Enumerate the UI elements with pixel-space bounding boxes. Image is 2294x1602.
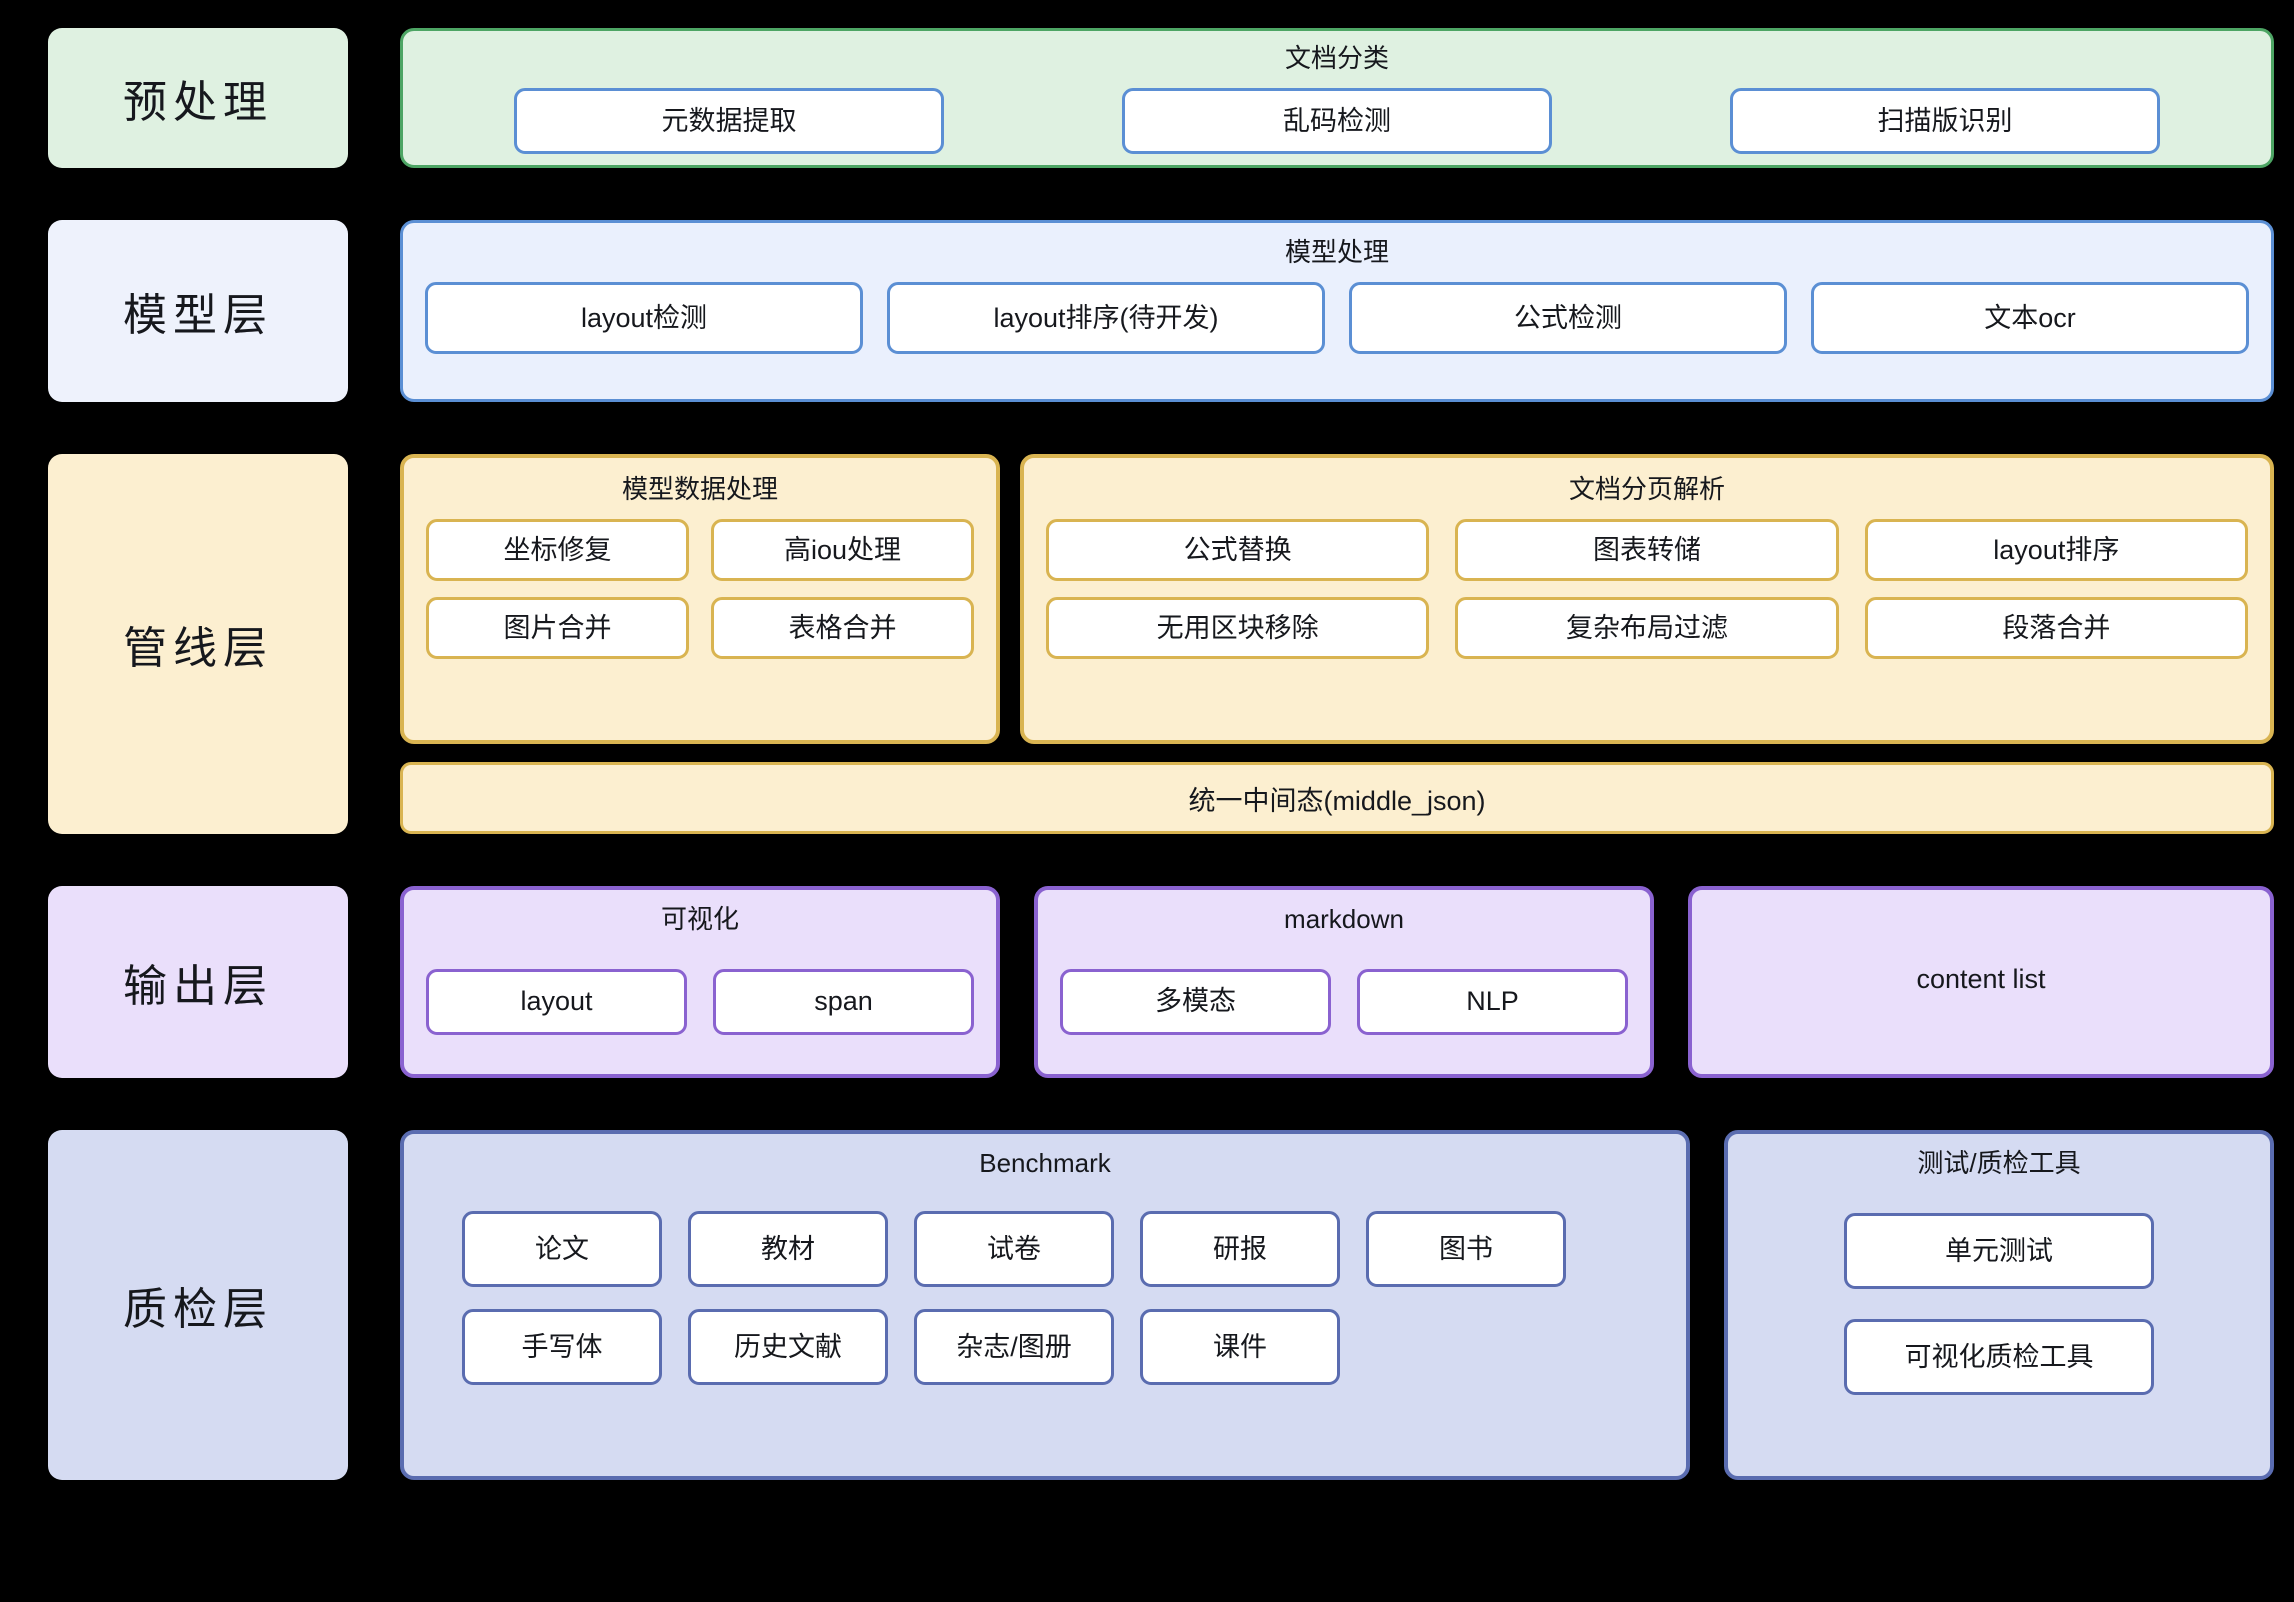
pipeline-content: 模型数据处理 坐标修复 高iou处理 图片合并 表格合并 文档分页解析 公式替换… (400, 454, 2274, 834)
group-title: 模型数据处理 (621, 474, 778, 504)
row-spacer (48, 834, 2274, 886)
group-markdown: markdown 多模态 NLP (1034, 886, 1654, 1078)
card-visual-qa-tool[interactable]: 可视化质检工具 (1844, 1319, 2154, 1396)
card-grid: 坐标修复 高iou处理 图片合并 表格合并 (426, 519, 974, 660)
card-coordinate-repair[interactable]: 坐标修复 (426, 519, 689, 582)
layer-label-output: 输出层 (48, 886, 348, 1078)
layer-row-output: 输出层 可视化 layout span markdown 多模态 NLP con… (48, 886, 2274, 1078)
pipeline-groups: 模型数据处理 坐标修复 高iou处理 图片合并 表格合并 文档分页解析 公式替换… (400, 454, 2274, 744)
card-magazine-album[interactable]: 杂志/图册 (914, 1309, 1114, 1386)
card-paper[interactable]: 论文 (462, 1211, 662, 1288)
middle-state-bar: 统一中间态(middle_json) (400, 762, 2274, 834)
card-complex-layout-filter[interactable]: 复杂布局过滤 (1455, 597, 1839, 660)
card-row: 多模态 NLP (1060, 949, 1628, 1054)
layer-row-preprocess: 预处理 文档分类 元数据提取 乱码检测 扫描版识别 (48, 28, 2274, 168)
card-paragraph-merge[interactable]: 段落合并 (1864, 597, 2248, 660)
layer-row-pipeline: 管线层 模型数据处理 坐标修复 高iou处理 图片合并 表格合并 文档分页解析 … (48, 454, 2274, 834)
layer-row-model: 模型层 模型处理 layout检测 layout排序(待开发) 公式检测 文本o… (48, 220, 2274, 402)
benchmark-row-1: 论文 教材 试卷 研报 图书 (462, 1211, 1628, 1288)
card-grid: 公式替换 图表转储 layout排序 无用区块移除 复杂布局过滤 段落合并 (1046, 519, 2248, 660)
qa-groups: Benchmark 论文 教材 试卷 研报 图书 手写体 历史文献 杂志/图册 … (400, 1130, 2274, 1480)
benchmark-row-2: 手写体 历史文献 杂志/图册 课件 (462, 1309, 1628, 1386)
card-textbook[interactable]: 教材 (688, 1211, 888, 1288)
group-model-processing: 模型处理 layout检测 layout排序(待开发) 公式检测 文本ocr (400, 220, 2274, 402)
card-research-report[interactable]: 研报 (1140, 1211, 1340, 1288)
card-formula-replacement[interactable]: 公式替换 (1046, 519, 1430, 582)
group-title: 文档分类 (1284, 43, 1389, 73)
group-title: 可视化 (660, 904, 739, 934)
card-row: 元数据提取 乱码检测 扫描版识别 (425, 88, 2249, 155)
group-title: Benchmark (979, 1148, 1111, 1178)
card-chart-storage[interactable]: 图表转储 (1455, 519, 1839, 582)
layer-label-qa: 质检层 (48, 1130, 348, 1480)
card-book[interactable]: 图书 (1366, 1211, 1566, 1288)
card-layout-detection[interactable]: layout检测 (425, 282, 863, 355)
card-high-iou-processing[interactable]: 高iou处理 (711, 519, 974, 582)
group-title: 测试/质检工具 (1917, 1148, 2081, 1178)
row-spacer (48, 168, 2274, 220)
card-table-merge[interactable]: 表格合并 (711, 597, 974, 660)
card-courseware[interactable]: 课件 (1140, 1309, 1340, 1386)
group-visualization: 可视化 layout span (400, 886, 1000, 1078)
card-layout-view[interactable]: layout (426, 968, 687, 1035)
card-layout-sorting[interactable]: layout排序 (1864, 519, 2248, 582)
card-metadata-extraction[interactable]: 元数据提取 (514, 88, 944, 155)
group-title: markdown (1284, 904, 1404, 934)
card-image-merge[interactable]: 图片合并 (426, 597, 689, 660)
group-title: content list (1916, 963, 2046, 994)
row-spacer (48, 402, 2274, 454)
layer-label-model: 模型层 (48, 220, 348, 402)
card-handwriting[interactable]: 手写体 (462, 1309, 662, 1386)
card-nlp[interactable]: NLP (1357, 968, 1628, 1035)
card-row: layout检测 layout排序(待开发) 公式检测 文本ocr (425, 282, 2249, 355)
row-spacer (48, 1078, 2274, 1130)
group-document-classification: 文档分类 元数据提取 乱码检测 扫描版识别 (400, 28, 2274, 168)
group-document-page-parsing: 文档分页解析 公式替换 图表转储 layout排序 无用区块移除 复杂布局过滤 … (1020, 454, 2274, 744)
card-unit-test[interactable]: 单元测试 (1844, 1213, 2154, 1290)
layer-label-preprocess: 预处理 (48, 28, 348, 168)
card-garbled-detection[interactable]: 乱码检测 (1122, 88, 1552, 155)
card-text-ocr[interactable]: 文本ocr (1811, 282, 2249, 355)
group-test-qa-tools: 测试/质检工具 单元测试 可视化质检工具 (1724, 1130, 2274, 1480)
card-row: layout span (426, 949, 974, 1054)
card-historical-document[interactable]: 历史文献 (688, 1309, 888, 1386)
card-multimodal[interactable]: 多模态 (1060, 968, 1331, 1035)
card-layout-ordering[interactable]: layout排序(待开发) (887, 282, 1325, 355)
benchmark-grid: 论文 教材 试卷 研报 图书 手写体 历史文献 杂志/图册 课件 (426, 1193, 1664, 1386)
group-content-list: content list (1688, 886, 2274, 1078)
card-formula-detection[interactable]: 公式检测 (1349, 282, 1787, 355)
qa-tool-stack: 单元测试 可视化质检工具 (1750, 1193, 2248, 1396)
benchmark-grid-spacer (1366, 1309, 1566, 1385)
card-scanned-recognition[interactable]: 扫描版识别 (1730, 88, 2160, 155)
layer-label-pipeline: 管线层 (48, 454, 348, 834)
card-span-view[interactable]: span (713, 968, 974, 1035)
group-benchmark: Benchmark 论文 教材 试卷 研报 图书 手写体 历史文献 杂志/图册 … (400, 1130, 1690, 1480)
group-title: 模型处理 (1284, 237, 1389, 267)
layer-row-qa: 质检层 Benchmark 论文 教材 试卷 研报 图书 手写体 历史文献 杂志… (48, 1130, 2274, 1480)
group-title: 文档分页解析 (1568, 474, 1725, 504)
card-useless-block-removal[interactable]: 无用区块移除 (1046, 597, 1430, 660)
card-exam[interactable]: 试卷 (914, 1211, 1114, 1288)
group-model-data-processing: 模型数据处理 坐标修复 高iou处理 图片合并 表格合并 (400, 454, 1000, 744)
output-groups: 可视化 layout span markdown 多模态 NLP content… (400, 886, 2274, 1078)
